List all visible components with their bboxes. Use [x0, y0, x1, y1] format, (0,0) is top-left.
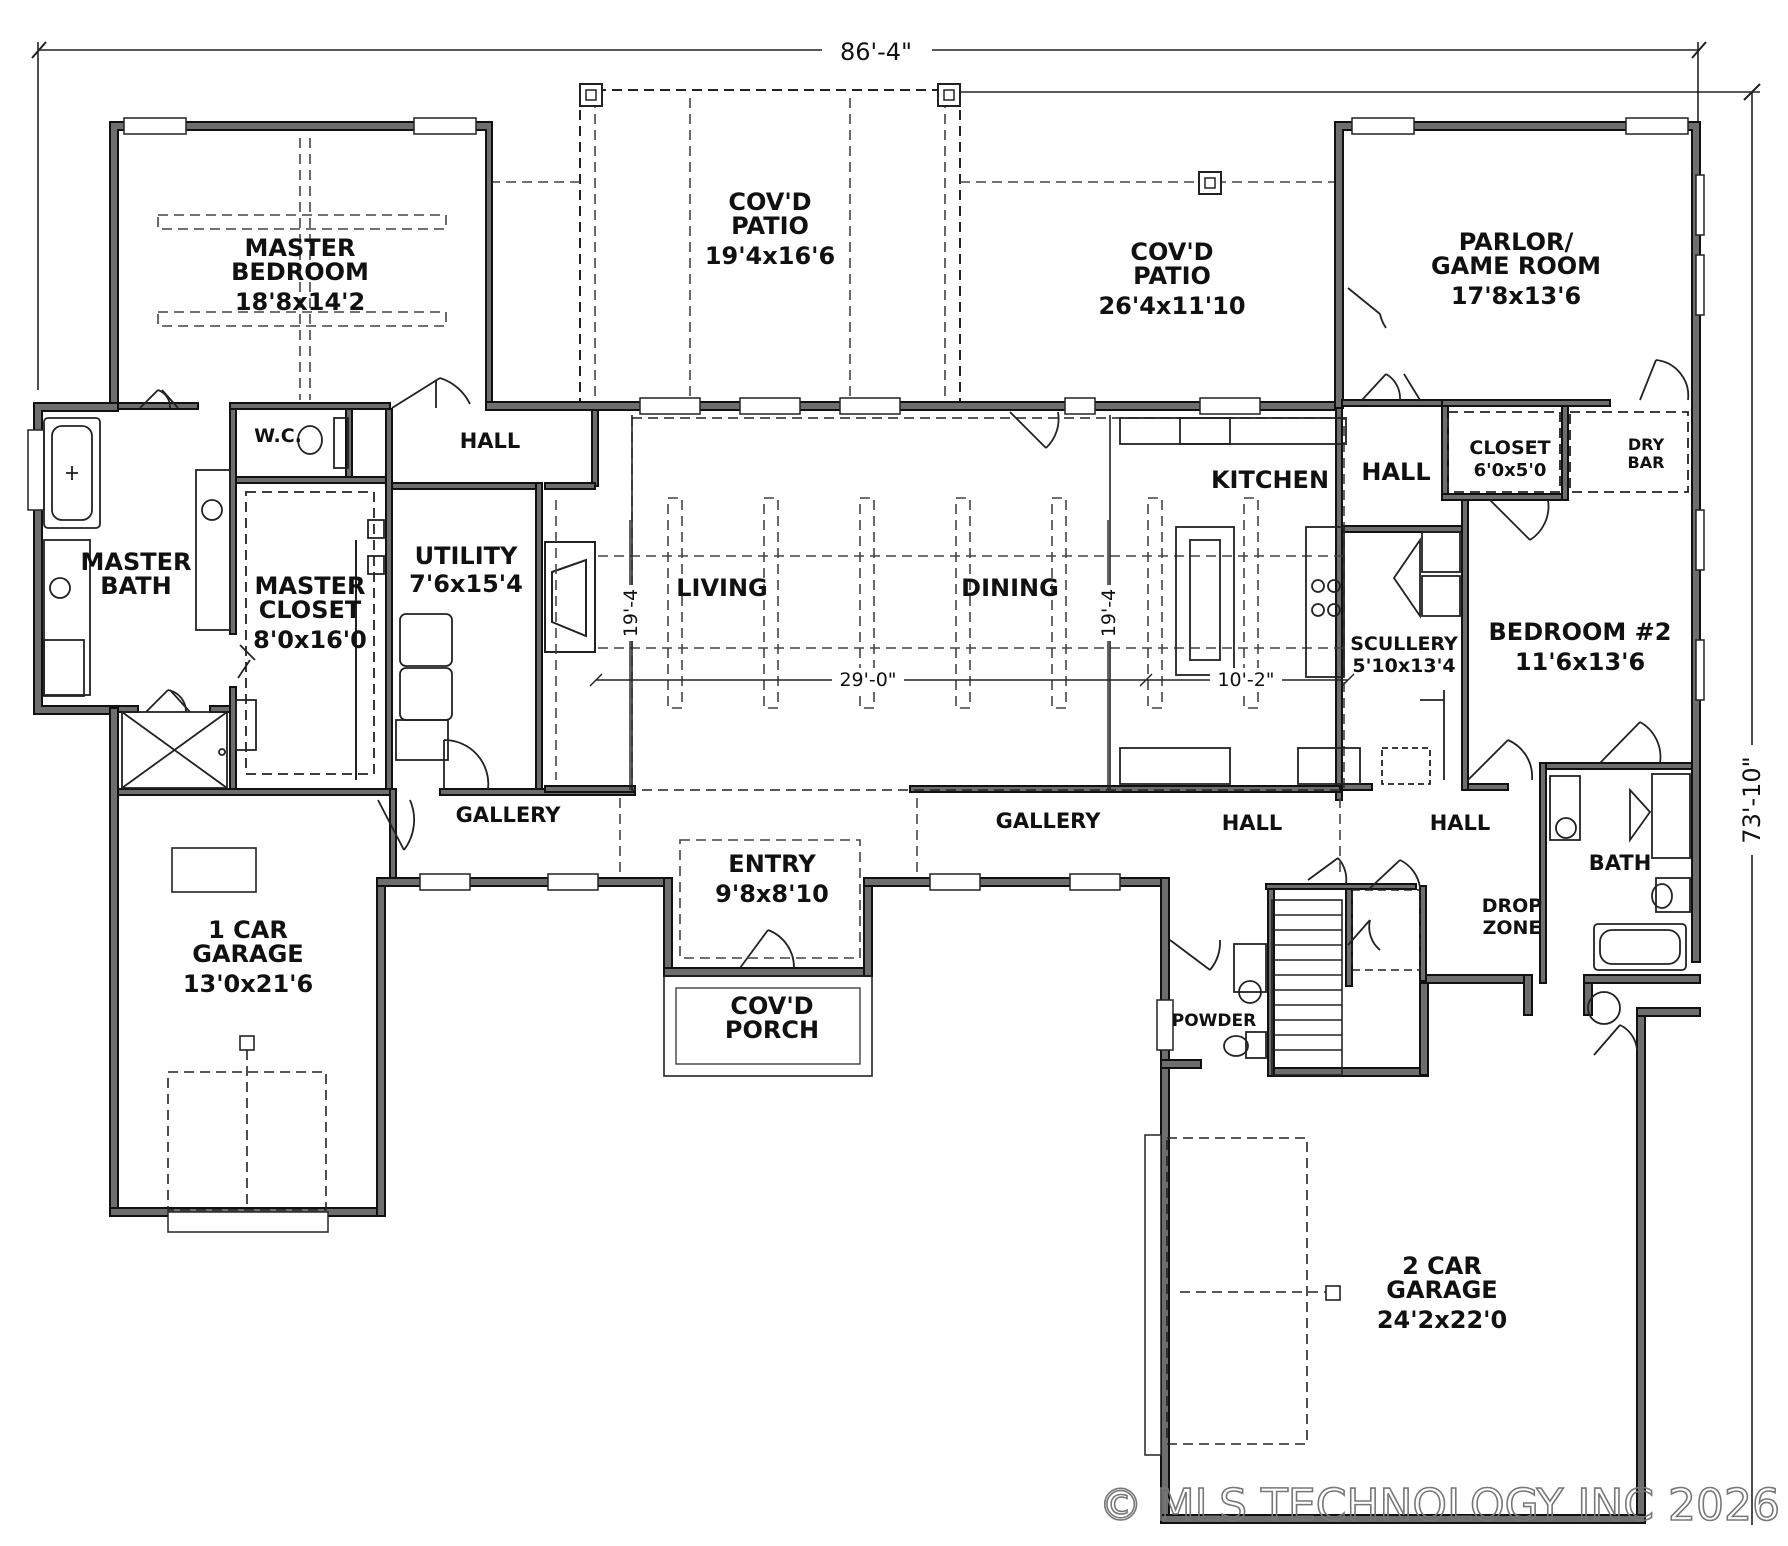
ceiling-dim-left: 19'-4	[620, 589, 642, 637]
wc-label: W.C.	[254, 425, 302, 447]
ceiling-dim-right: 19'-4	[1098, 589, 1120, 637]
dry-bar-name2: BAR	[1628, 453, 1665, 472]
porch-name1: COV'D	[730, 992, 813, 1020]
hall-center-label: HALL	[1222, 811, 1283, 835]
patio-right-name2: PATIO	[1133, 262, 1211, 290]
patio-center-name2: PATIO	[731, 212, 809, 240]
overall-depth-dim: 73'-10"	[1738, 756, 1766, 843]
bedroom2-label: BEDROOM #2	[1489, 618, 1672, 646]
bath-label: BATH	[1589, 851, 1652, 875]
utility-label: UTILITY	[415, 542, 518, 570]
hall-right-label: HALL	[1430, 811, 1491, 835]
fireplace-icon	[544, 500, 596, 780]
master-closet-name2: CLOSET	[259, 596, 362, 624]
patio-right-size: 26'4x11'10	[1098, 292, 1245, 320]
drop-zone-name2: ZONE	[1483, 917, 1542, 939]
garage2-size: 24'2x22'0	[1377, 1306, 1507, 1334]
utility-fixtures	[245, 491, 453, 780]
master-bath-fixtures	[43, 417, 349, 789]
stairs	[1271, 889, 1421, 1076]
patio-center-size: 19'4x16'6	[705, 242, 835, 270]
hall-master-label: HALL	[460, 429, 521, 453]
overall-width-dim: 86'-4"	[840, 38, 912, 66]
entry-ceiling	[619, 798, 1341, 1077]
master-bath-name1: MASTER	[81, 548, 192, 576]
master-closet-name1: MASTER	[255, 572, 366, 600]
closet-label: CLOSET	[1469, 437, 1550, 459]
gallery-right-label: GALLERY	[996, 809, 1102, 833]
parlor-name1: PARLOR/	[1459, 228, 1574, 256]
porch-name2: PORCH	[725, 1016, 819, 1044]
patio-center-name1: COV'D	[728, 188, 811, 216]
gallery-left-label: GALLERY	[456, 803, 562, 827]
garage1-name2: GARAGE	[192, 940, 303, 968]
scullery-size: 5'10x13'4	[1352, 655, 1455, 677]
living-label: LIVING	[676, 574, 768, 602]
watermark: © MLS TECHNOLOGY INC 2026	[1099, 1480, 1780, 1531]
entry-size: 9'8x8'10	[715, 880, 829, 908]
drop-zone-name1: DROP	[1482, 895, 1543, 917]
right-wing-fixtures	[1447, 411, 1691, 1025]
door-swings	[139, 287, 1690, 1056]
utility-size: 7'6x15'4	[409, 570, 523, 598]
dining-label: DINING	[961, 574, 1059, 602]
room-labels: MASTER BEDROOM 18'8x14'2 COV'D PATIO 19'…	[81, 188, 1672, 1334]
master-bedroom-name1: MASTER	[245, 234, 356, 262]
kitchen-fixtures	[1119, 417, 1461, 785]
master-bedroom-size: 18'8x14'2	[235, 288, 365, 316]
master-bedroom-name2: BEDROOM	[231, 258, 369, 286]
hall-parlor-label: HALL	[1361, 458, 1430, 486]
garage1-size: 13'0x21'6	[183, 970, 313, 998]
scullery-label: SCULLERY	[1350, 633, 1458, 655]
windows	[27, 117, 1705, 1456]
interior-dimensions	[589, 520, 1355, 790]
master-closet-size: 8'0x16'0	[253, 626, 367, 654]
kitchen-width-dim: 10'-2"	[1217, 669, 1274, 691]
living-width-dim: 29'-0"	[839, 669, 896, 691]
bedroom2-size: 11'6x13'6	[1515, 648, 1645, 676]
kitchen-label: KITCHEN	[1211, 466, 1329, 494]
master-bath-name2: BATH	[100, 572, 171, 600]
garage2-name1: 2 CAR	[1402, 1252, 1482, 1280]
powder-label: POWDER	[1172, 1011, 1256, 1031]
master-ceiling	[157, 138, 447, 400]
parlor-size: 17'8x13'6	[1451, 282, 1581, 310]
patio-right-name1: COV'D	[1130, 238, 1213, 266]
garage1-name1: 1 CAR	[208, 916, 288, 944]
garage-details	[167, 847, 1341, 1445]
parlor-name2: GAME ROOM	[1431, 252, 1601, 280]
dry-bar-name1: DRY	[1628, 435, 1665, 454]
powder-fixtures	[1223, 943, 1267, 1059]
closet-size: 6'0x5'0	[1474, 460, 1547, 481]
entry-label: ENTRY	[728, 850, 816, 878]
garage2-name2: GARAGE	[1386, 1276, 1497, 1304]
